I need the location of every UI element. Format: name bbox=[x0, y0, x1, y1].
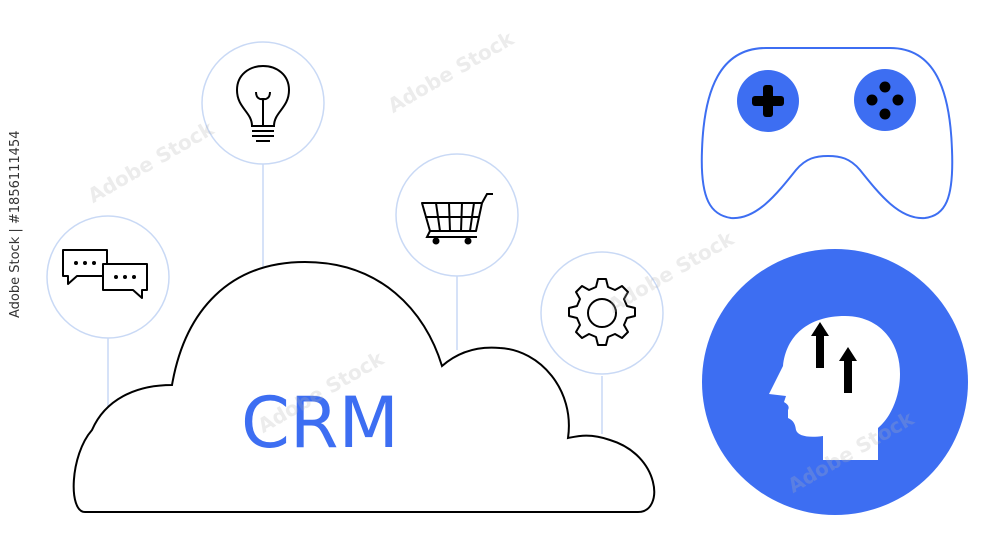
gear-icon bbox=[540, 251, 664, 375]
stock-id-label: Adobe Stock | #1856111454 bbox=[8, 130, 23, 319]
lightbulb-icon bbox=[201, 41, 325, 165]
stock-id: #1856111454 bbox=[8, 130, 23, 225]
stock-brand: Adobe Stock bbox=[8, 236, 23, 318]
chat-bubbles-icon bbox=[46, 215, 170, 339]
cloud-label: CRM bbox=[241, 382, 399, 464]
connectors bbox=[107, 152, 603, 434]
cloud-shape bbox=[72, 260, 656, 513]
game-controller-icon bbox=[700, 47, 954, 220]
head-growth-icon bbox=[702, 249, 968, 515]
shopping-cart-icon bbox=[395, 153, 519, 277]
